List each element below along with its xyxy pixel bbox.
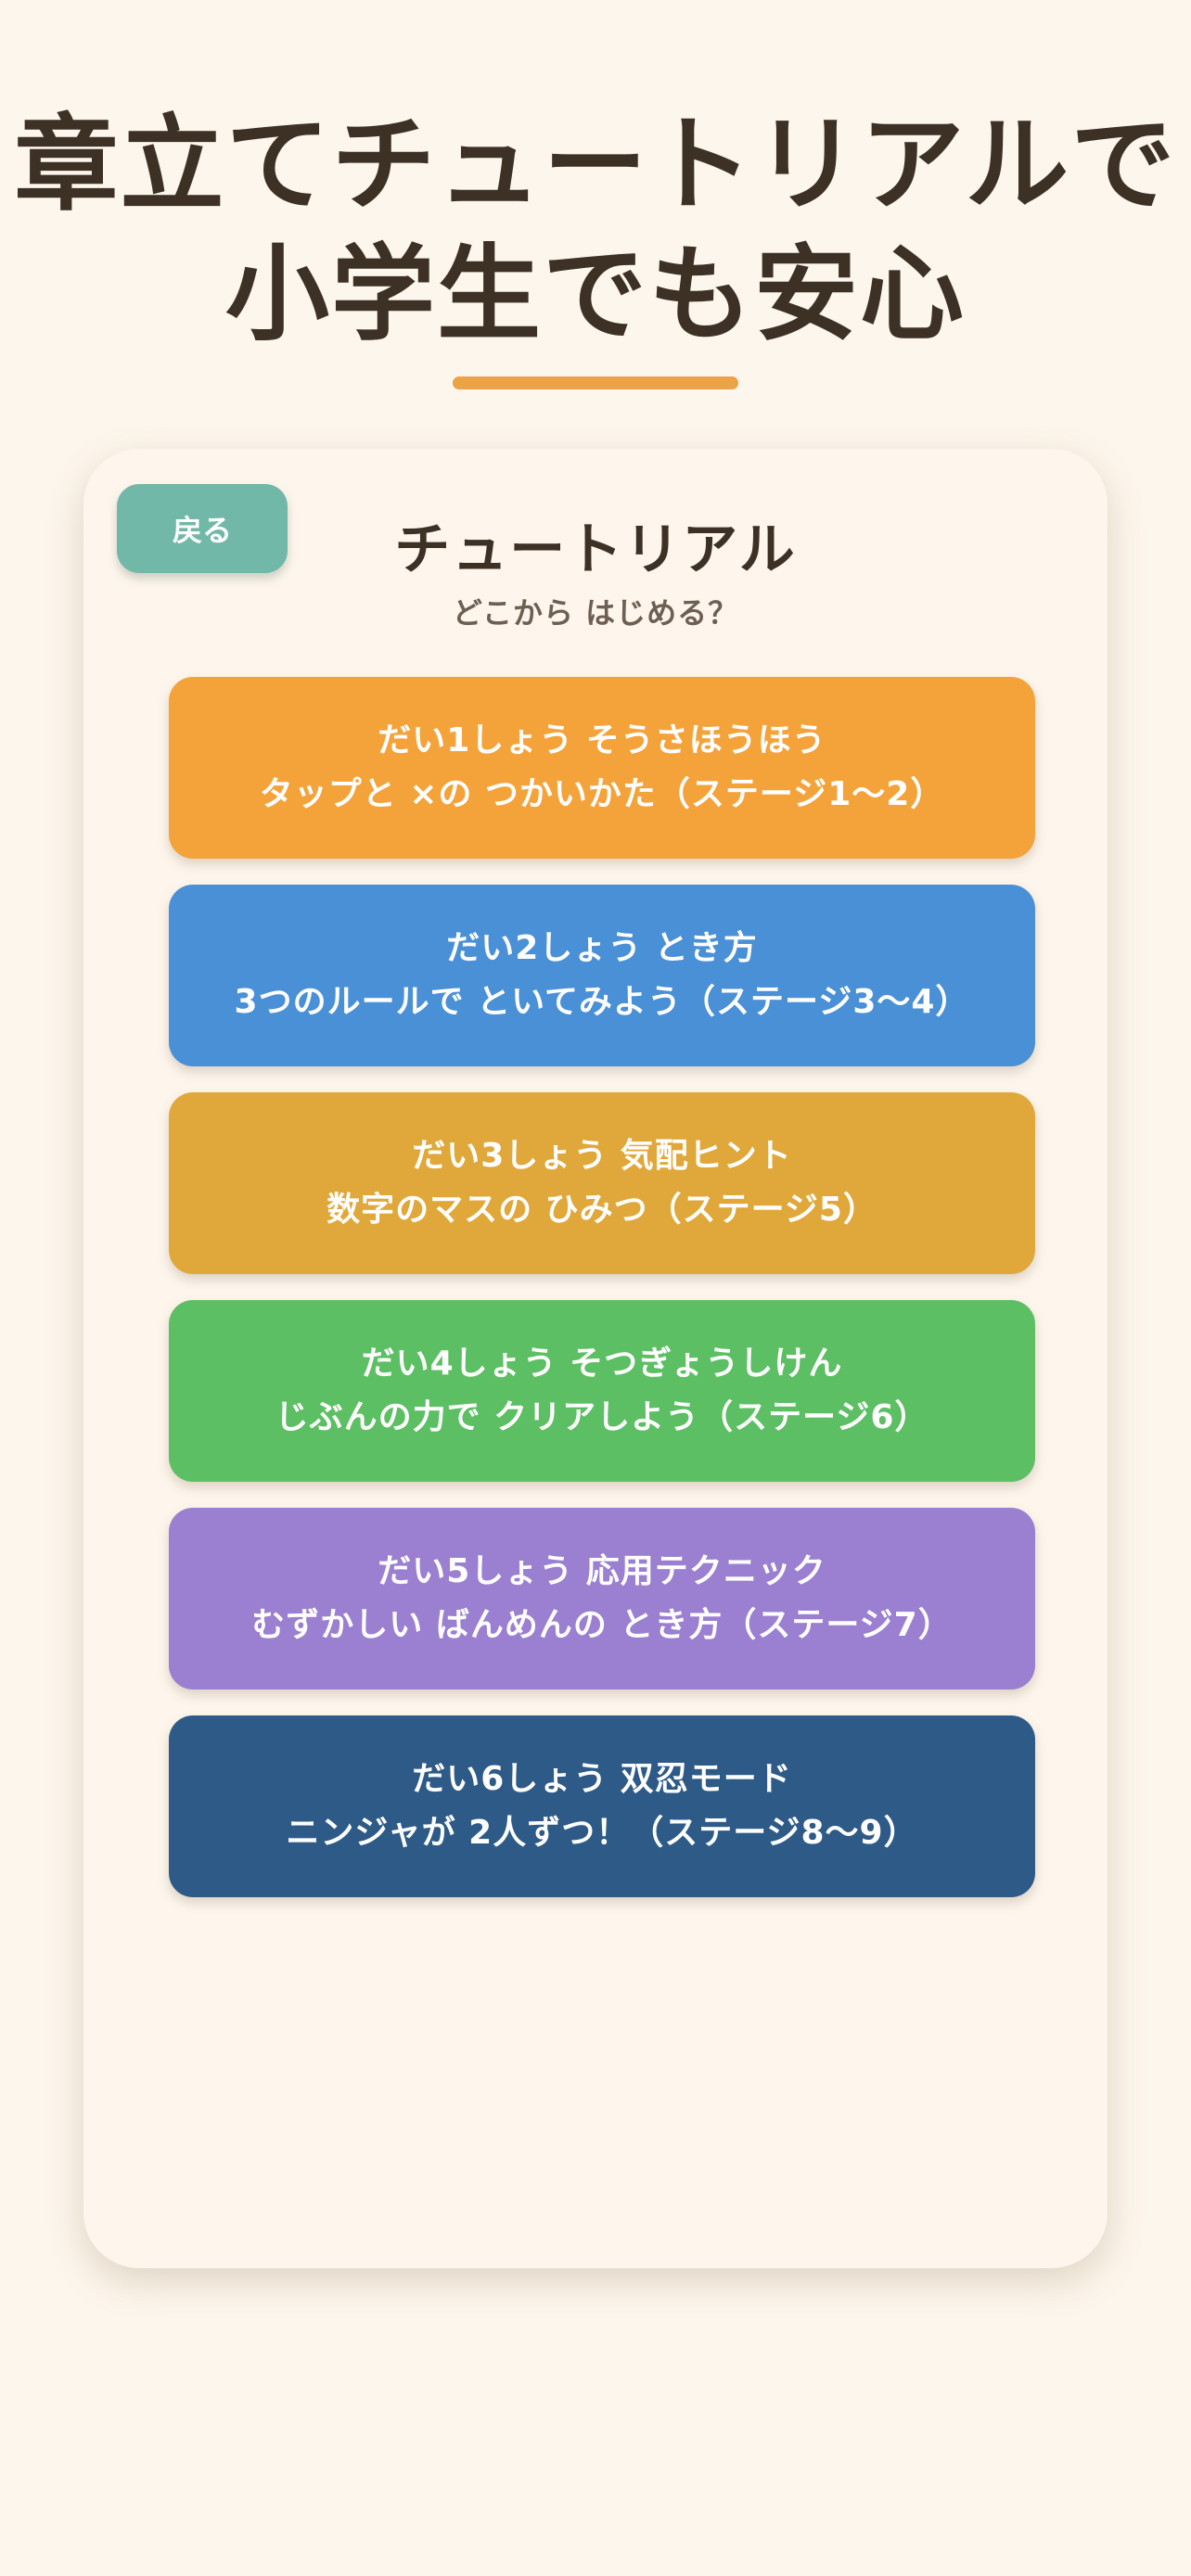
hero-title-line1: 章立てチュートリアルで [14,105,1177,225]
chapter-heading: だい6しょう 双忍モード [412,1760,792,1798]
hero-title-line2: 小学生でも安心 [225,235,966,355]
chapter-heading: だい4しょう そつぎょうしけん [361,1345,843,1383]
chapter-heading: だい2しょう とき方 [446,929,758,967]
chapter-detail: むずかしい ばんめんの とき方（ステージ7） [251,1606,953,1644]
chapter-heading: だい3しょう 気配ヒント [412,1137,792,1175]
hero-underline [453,376,738,389]
tutorial-card: 戻る チュートリアル どこから はじめる？ だい1しょう そうさほうほう タップ… [83,449,1108,2268]
screen-title: チュートリアル [394,517,797,582]
chapter-5-button[interactable]: だい5しょう 応用テクニック むずかしい ばんめんの とき方（ステージ7） [169,1508,1035,1690]
chapter-heading: だい1しょう そうさほうほう [378,721,826,759]
screen-subtitle: どこから はじめる？ [452,595,739,631]
chapter-list: だい1しょう そうさほうほう タップと ×の つかいかた（ステージ1〜2） だい… [169,677,1035,1923]
chapter-1-button[interactable]: だい1しょう そうさほうほう タップと ×の つかいかた（ステージ1〜2） [169,677,1035,859]
chapter-4-button[interactable]: だい4しょう そつぎょうしけん じぶんの力で クリアしよう（ステージ6） [169,1300,1035,1482]
chapter-detail: 3つのルールで といてみよう（ステージ3〜4） [234,983,970,1021]
chapter-2-button[interactable]: だい2しょう とき方 3つのルールで といてみよう（ステージ3〜4） [169,885,1035,1066]
chapter-detail: 数字のマスの ひみつ（ステージ5） [327,1191,877,1229]
chapter-3-button[interactable]: だい3しょう 気配ヒント 数字のマスの ひみつ（ステージ5） [169,1092,1035,1274]
chapter-detail: じぶんの力で クリアしよう（ステージ6） [275,1398,929,1436]
chapter-heading: だい5しょう 応用テクニック [378,1552,826,1590]
back-button[interactable]: 戻る [117,484,288,573]
chapter-6-button[interactable]: だい6しょう 双忍モード ニンジャが 2人ずつ！（ステージ8〜9） [169,1715,1035,1897]
chapter-detail: ニンジャが 2人ずつ！（ステージ8〜9） [286,1814,918,1852]
hero-title: 章立てチュートリアルで 小学生でも安心 [0,100,1191,360]
chapter-detail: タップと ×の つかいかた（ステージ1〜2） [259,775,945,813]
